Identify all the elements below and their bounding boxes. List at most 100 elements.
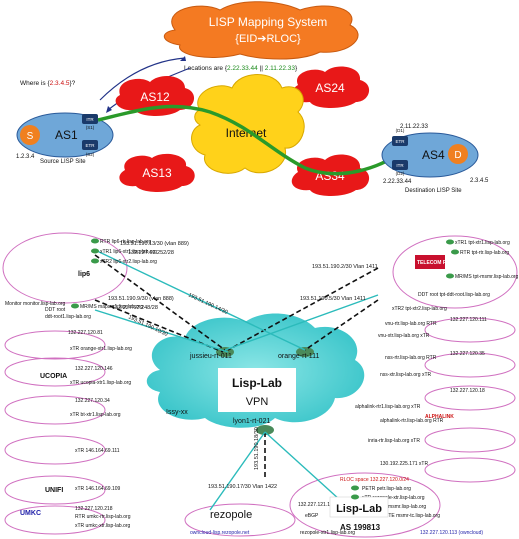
- svg-text:ddt-root1.lisp-lab.org: ddt-root1.lisp-lab.org: [45, 314, 91, 320]
- arrow-head-icon: [106, 106, 112, 113]
- node-jussieu: jussieu-rt-011: [189, 353, 232, 360]
- source-etr-ip: (S2): [86, 152, 95, 157]
- svg-text:RTR lip6-rtr.lisp-lab.org: RTR lip6-rtr.lisp-lab.org: [100, 239, 152, 245]
- svg-text:xTR bt-xtr1.lisp-lab.org: xTR bt-xtr1.lisp-lab.org: [70, 412, 121, 418]
- teal-links: [94, 249, 379, 511]
- svg-text:xTR umkc-xtr.lisp-lab.org: xTR umkc-xtr.lisp-lab.org: [75, 523, 131, 529]
- svg-text:lip6: lip6: [78, 271, 90, 278]
- svg-text:RTR umkc-rtr.lisp-lab.org: RTR umkc-rtr.lisp-lab.org: [75, 514, 131, 520]
- lisplab-bottom-logo: Lisp-Lab: [336, 503, 382, 515]
- as13-label: AS13: [142, 166, 172, 180]
- vpn-brand: Lisp-Lab: [232, 376, 282, 390]
- svg-text:130.192.225.171 xTR: 130.192.225.171 xTR: [380, 461, 428, 467]
- svg-text:owncloud-lisp.rezopole.net: owncloud-lisp.rezopole.net: [190, 530, 250, 536]
- svg-text:132.227.62.252/28: 132.227.62.252/28: [128, 250, 174, 256]
- as24-label: AS24: [315, 81, 345, 95]
- bottom-site-outline: [289, 472, 441, 538]
- svg-text:xTR2 tpt-xtr2.lisp-lab.org: xTR2 tpt-xtr2.lisp-lab.org: [392, 306, 447, 312]
- svg-text:132.227.120.35: 132.227.120.35: [450, 351, 485, 357]
- source-etr-router-icon: [82, 140, 98, 150]
- svg-text:132.227.120.34: 132.227.120.34: [75, 398, 110, 404]
- bottom-site-labels: RLOC space 132.227.120.0/24 PETR petr.li…: [190, 477, 483, 536]
- svg-text:alphalink-rtr.lisp-lab.org RTR: alphalink-rtr.lisp-lab.org RTR: [380, 418, 444, 424]
- svg-text:TELECOM ParisTech: TELECOM ParisTech: [417, 260, 466, 266]
- left-site-labels: RTR lip6-rtr.lisp-lab.org xTR1 lip6-xtr1…: [5, 239, 157, 529]
- source-host-label: S: [27, 131, 34, 142]
- svg-text:RLOC space 132.227.120.0/24: RLOC space 132.227.120.0/24: [340, 477, 409, 483]
- vpn-label: VPN: [246, 396, 269, 408]
- owncloud-outline: [184, 503, 296, 537]
- svg-text:MR/MS mapsrv1.lisp-lab.org: MR/MS mapsrv1.lisp-lab.org: [80, 304, 143, 310]
- svg-text:xTR 146.164.69.109: xTR 146.164.69.109: [75, 486, 121, 492]
- source-ip: 1.2.3.4: [16, 154, 35, 160]
- data-path-line: [97, 104, 407, 176]
- svg-text:193.51.190.17/30 Vlan 1422: 193.51.190.17/30 Vlan 1422: [208, 484, 277, 490]
- svg-text:132.227.120.111: 132.227.120.111: [450, 317, 487, 323]
- svg-text:UNIFI: UNIFI: [45, 487, 63, 494]
- svg-text:MR/MS msmr.lisp-lab.org: MR/MS msmr.lisp-lab.org: [370, 504, 426, 510]
- svg-text:193.51.190.2/30 Vlan 1411: 193.51.190.2/30 Vlan 1411: [312, 264, 378, 270]
- dest-etr-label: ETR: [396, 139, 406, 144]
- dest-site-label: Destination LISP Site: [405, 188, 462, 194]
- svg-text:xTR2 lip6-xtr2.lisp-lab.org: xTR2 lip6-xtr2.lisp-lab.org: [100, 259, 157, 265]
- node-orange: orange-rt-111: [278, 353, 319, 360]
- svg-text:DDT root tpt-ddt-root.lisp-lab: DDT root tpt-ddt-root.lisp-lab.org: [418, 292, 490, 298]
- svg-text:132.227.62.248/28: 132.227.62.248/28: [112, 305, 158, 311]
- svg-text:132.227.120.18: 132.227.120.18: [450, 388, 485, 394]
- svg-text:RTR tpt-rtr.lisp-lab.org: RTR tpt-rtr.lisp-lab.org: [460, 250, 509, 256]
- svg-text:132.227.120.81: 132.227.120.81: [68, 330, 103, 336]
- right-site-outlines: [392, 235, 518, 483]
- svg-text:193.51.190.14/30: 193.51.190.14/30: [187, 292, 228, 316]
- as24-cloud: [291, 66, 370, 108]
- node-lyon: lyon1-rt-021: [233, 418, 270, 425]
- router-icons: [71, 238, 459, 500]
- mapping-system-cloud: [163, 1, 359, 60]
- dest-rloc-top: 2.11.22.33: [400, 124, 429, 130]
- as13-cloud: [119, 153, 195, 192]
- left-logos: lip6 UCOPIA UNIFI UMKC: [20, 271, 90, 517]
- svg-text:eBGP: eBGP: [305, 513, 319, 519]
- source-itr-ip: (S1): [86, 125, 95, 130]
- svg-text:ALPHALINK: ALPHALINK: [425, 414, 454, 420]
- dest-rloc-bottom: 2.22.33.44: [383, 179, 412, 185]
- svg-text:MR/MS-TE msmr-tc.lisp-lab.org: MR/MS-TE msmr-tc.lisp-lab.org: [370, 513, 440, 519]
- svg-text:DDT root: DDT root: [45, 307, 66, 313]
- svg-text:MR/MS tpt-msmr.lisp-lab.org: MR/MS tpt-msmr.lisp-lab.org: [455, 274, 519, 280]
- svg-text:rezopole-xtr1.lisp-lab.org: rezopole-xtr1.lisp-lab.org: [300, 530, 355, 536]
- svg-text:xTR 146.164.69.111: xTR 146.164.69.111: [75, 448, 120, 454]
- dest-itr-label: ITR: [396, 163, 404, 168]
- locations-text: Locations are {2.22.33.44 || 2.11.22.33}: [184, 65, 298, 72]
- where-is-text: Where is {2.3.4.5}?: [20, 80, 76, 87]
- svg-text:xTR1 tpt-xtr1.lisp-lab.org: xTR1 tpt-xtr1.lisp-lab.org: [455, 240, 510, 246]
- svg-text:193.51.190.9/30 (vlan 888): 193.51.190.9/30 (vlan 888): [108, 296, 174, 302]
- svg-text:alphalink-rtr1.lisp-lab.org xT: alphalink-rtr1.lisp-lab.org xTR: [355, 404, 421, 410]
- svg-text:nss-rtr.lisp-lab.org RTR: nss-rtr.lisp-lab.org RTR: [385, 355, 437, 361]
- source-itr-label: ITR: [86, 117, 94, 122]
- svg-text:xTR ucopia-xtr1.lisp-lab.org: xTR ucopia-xtr1.lisp-lab.org: [70, 380, 131, 386]
- source-as-label: AS1: [55, 128, 78, 142]
- svg-text:AS 199813: AS 199813: [340, 523, 381, 532]
- map-request-arrow: [99, 57, 186, 101]
- dest-ip: 2.3.4.5: [470, 178, 489, 184]
- arrow-head-icon: [180, 56, 186, 61]
- mapping-system-subtitle: {EID➔RLOC}: [235, 33, 301, 45]
- svg-text:xTR1 lip6-xtr1.lisp-lab.org: xTR1 lip6-xtr1.lisp-lab.org: [100, 249, 157, 255]
- svg-text:132.227.120.113 (owncloud): 132.227.120.113 (owncloud): [420, 530, 483, 536]
- svg-text:vnu-rtr.lisp-lab.org RTR: vnu-rtr.lisp-lab.org RTR: [385, 321, 437, 327]
- dest-host-icon: [448, 144, 468, 164]
- svg-text:132.227.121.1: 132.227.121.1: [298, 502, 330, 508]
- svg-text:inria-rtr.lisp-lab.org xTR: inria-rtr.lisp-lab.org xTR: [368, 438, 420, 444]
- dest-as-label: AS4: [422, 148, 445, 162]
- left-site-outlines: [2, 232, 128, 535]
- svg-text:132.227.120.218: 132.227.120.218: [75, 506, 113, 512]
- dest-etr-router-icon: [392, 136, 408, 146]
- source-itr-router-icon: [82, 114, 98, 124]
- node-issy: Issy-xx: [166, 409, 188, 416]
- svg-text:193.51.190.10/30: 193.51.190.10/30: [127, 314, 168, 338]
- source-etr-label: ETR: [86, 143, 96, 148]
- source-site-label: Source LISP Site: [40, 159, 86, 165]
- lisplab-vpn-logo: [218, 368, 296, 412]
- svg-text:Monitor monitor.lisp-lab.org: Monitor monitor.lisp-lab.org: [5, 301, 66, 307]
- rezopole-logo: rezopole: [210, 509, 252, 521]
